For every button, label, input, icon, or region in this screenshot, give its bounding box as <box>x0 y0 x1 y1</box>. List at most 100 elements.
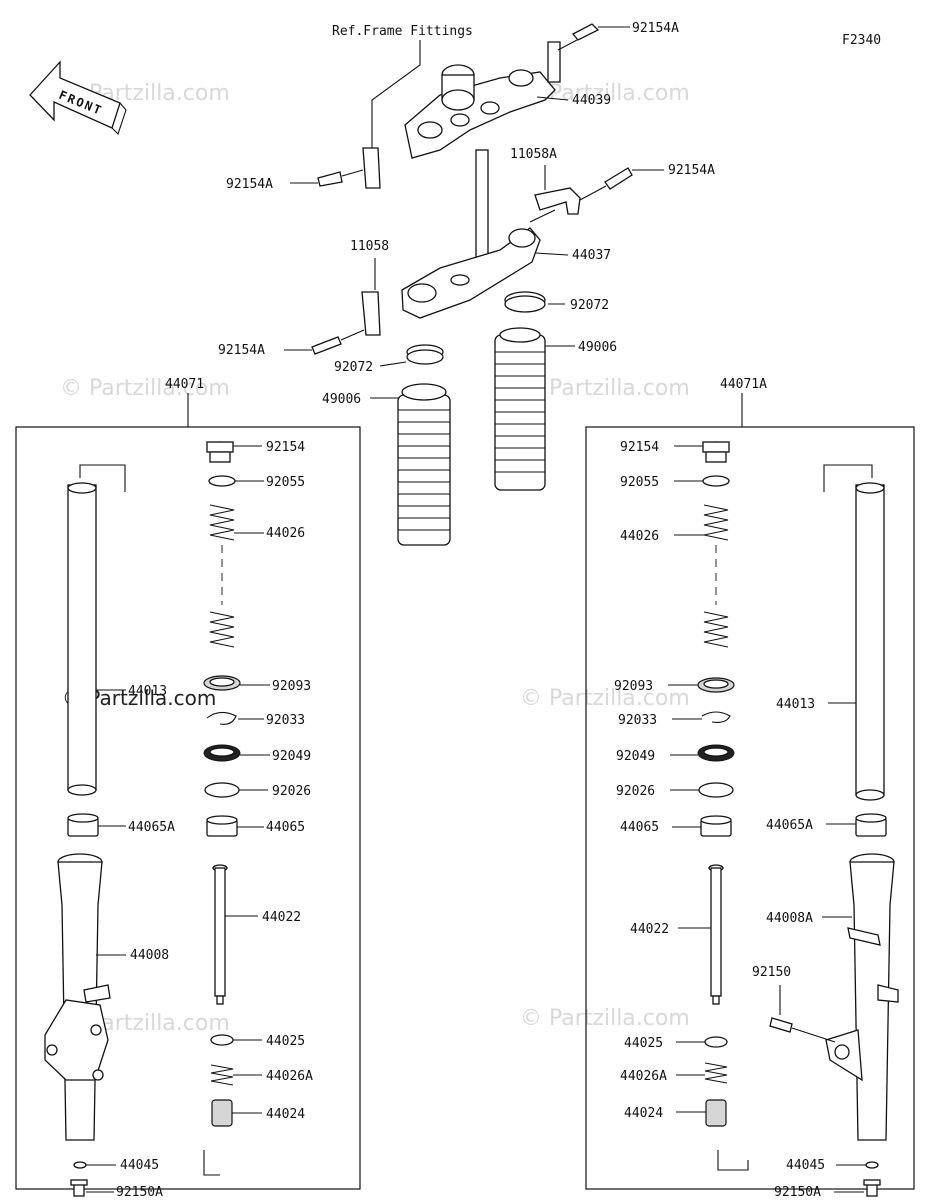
label-49006-left: 49006 <box>322 392 361 407</box>
label-44013-right: 44013 <box>776 697 815 712</box>
fork-right-assembly-box <box>585 426 915 1190</box>
label-44071: 44071 <box>165 377 204 392</box>
label-92049-left: 92049 <box>272 749 311 764</box>
washer-part <box>204 782 240 798</box>
cylinder-part <box>212 864 228 1005</box>
inner-tube-part <box>67 464 126 796</box>
ref-frame-label: Ref.Frame Fittings <box>332 24 473 39</box>
upper-bracket-part <box>362 41 561 189</box>
guide-bush-part <box>855 813 887 837</box>
clamp-part <box>406 344 444 365</box>
label-44022-right: 44022 <box>630 922 669 937</box>
piece-part <box>211 1099 233 1127</box>
label-44065a-left: 44065A <box>128 820 175 835</box>
label-92026-right: 92026 <box>616 784 655 799</box>
piece-part <box>705 1099 727 1127</box>
fork-boot-part-right <box>494 327 546 491</box>
label-44008: 44008 <box>130 948 169 963</box>
label-44026a-right: 44026A <box>620 1069 667 1084</box>
fork-boot-part-left <box>397 383 451 546</box>
label-92093-left: 92093 <box>272 679 311 694</box>
rebound-spring-part <box>210 1064 234 1086</box>
label-92055-left: 92055 <box>266 475 305 490</box>
label-92154a-top: 92154A <box>632 21 679 36</box>
bolt-icon <box>604 167 633 190</box>
watermark: © Partzilla.com <box>520 686 690 711</box>
label-92150a-right: 92150A <box>774 1185 821 1200</box>
bracket-part <box>534 187 581 215</box>
outer-tube-part <box>44 853 111 1141</box>
circlip-part <box>206 711 237 725</box>
label-92154-left: 92154 <box>266 440 305 455</box>
fork-left-assembly-box <box>15 426 361 1190</box>
label-92055-right: 92055 <box>620 475 659 490</box>
label-44026-right: 44026 <box>620 529 659 544</box>
ring-part <box>704 1036 728 1048</box>
label-44071a: 44071A <box>720 377 767 392</box>
label-44065a-right: 44065A <box>766 818 813 833</box>
guide-bush-part <box>206 815 238 837</box>
label-92049-right: 92049 <box>616 749 655 764</box>
clamp-part <box>504 291 546 313</box>
label-44026-left: 44026 <box>266 526 305 541</box>
label-92033-left: 92033 <box>266 713 305 728</box>
label-92072-left: 92072 <box>334 360 373 375</box>
circlip-part <box>701 711 731 723</box>
dust-seal-part <box>203 675 241 691</box>
label-92154a-lower: 92154A <box>218 343 265 358</box>
label-44037: 44037 <box>572 248 611 263</box>
label-92150: 92150 <box>752 965 791 980</box>
o-ring-part <box>702 475 730 487</box>
label-44065-left: 44065 <box>266 820 305 835</box>
label-92154-right: 92154 <box>620 440 659 455</box>
bolt-icon <box>317 171 343 187</box>
steering-stem-part <box>361 149 541 336</box>
bottom-bolt-part <box>863 1179 881 1197</box>
ring-part <box>210 1034 234 1046</box>
rebound-spring-part <box>704 1062 728 1084</box>
label-92072-right: 92072 <box>570 298 609 313</box>
label-92154a-left: 92154A <box>226 177 273 192</box>
watermark: © Partzilla.com <box>60 376 230 401</box>
gasket-part <box>865 1161 879 1169</box>
label-44008a: 44008A <box>766 911 813 926</box>
guide-bush-part <box>700 815 732 837</box>
label-44013-left: 44013 <box>128 684 167 699</box>
watermark-group: © Partzilla.com © Partzilla.com © Partzi… <box>60 81 690 1036</box>
spring-part <box>703 504 729 648</box>
label-92093-right: 92093 <box>614 679 653 694</box>
label-92150a-left: 92150A <box>116 1185 163 1200</box>
oil-seal-part <box>203 744 241 762</box>
bottom-bolt-part <box>70 1179 88 1197</box>
diagram-code: F2340 <box>842 33 881 48</box>
label-44024-right: 44024 <box>624 1106 663 1121</box>
label-92026-left: 92026 <box>272 784 311 799</box>
label-44045-right: 44045 <box>786 1158 825 1173</box>
watermark: © Partzilla.com <box>520 376 690 401</box>
label-44045-left: 44045 <box>120 1158 159 1173</box>
label-44065-right: 44065 <box>620 820 659 835</box>
bolt-icon <box>311 336 342 355</box>
inner-tube-part <box>823 464 885 801</box>
label-11058a: 11058A <box>510 147 557 162</box>
cylinder-part <box>708 864 724 1005</box>
label-44025-right: 44025 <box>624 1036 663 1051</box>
dust-seal-part <box>697 677 735 693</box>
label-11058: 11058 <box>350 239 389 254</box>
front-arrow-icon: FRONT <box>29 60 127 136</box>
bolt-icon <box>571 23 600 41</box>
cap-bolt-part <box>206 441 234 463</box>
guide-bush-part <box>67 813 99 837</box>
oil-seal-part <box>697 744 735 762</box>
label-92033-right: 92033 <box>618 713 657 728</box>
label-44039: 44039 <box>572 93 611 108</box>
outer-tube-part <box>825 853 899 1141</box>
label-92154a-mid: 92154A <box>668 163 715 178</box>
label-44022-left: 44022 <box>262 910 301 925</box>
label-44026a-left: 44026A <box>266 1069 313 1084</box>
label-49006-right: 49006 <box>578 340 617 355</box>
cap-bolt-part <box>702 441 730 463</box>
label-44024-left: 44024 <box>266 1107 305 1122</box>
gasket-part <box>73 1161 87 1169</box>
